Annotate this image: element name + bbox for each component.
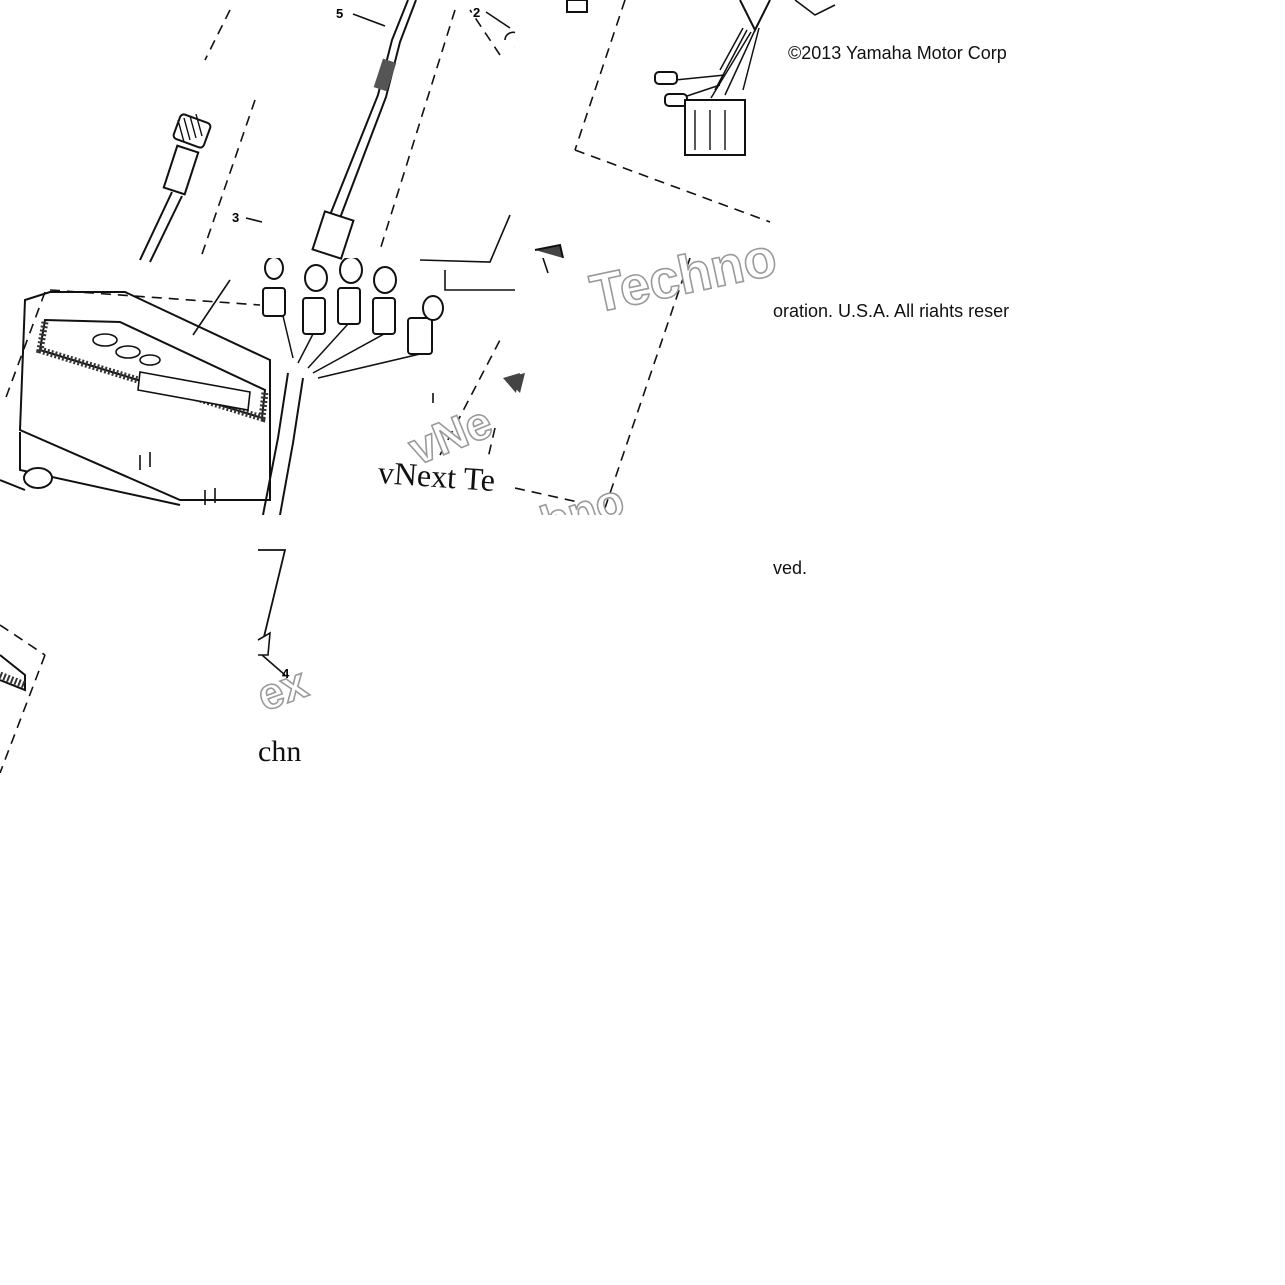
leader-line-5 <box>352 13 386 27</box>
bracket-outline <box>419 214 511 263</box>
bracket-outline <box>258 549 287 646</box>
dashed-boundary <box>4 291 46 401</box>
dashed-boundary <box>574 149 771 223</box>
harness-wires <box>710 27 760 99</box>
odometer-window <box>137 371 251 411</box>
dashed-boundary <box>199 9 256 261</box>
diagram-tile-frame: chno <box>515 258 773 515</box>
diagram-tile-cables: 5 2 3 <box>0 0 515 515</box>
lower-drawing: 4 <box>0 549 290 773</box>
bolt <box>257 631 271 656</box>
leader-line-1 <box>192 279 231 336</box>
knurled-nut <box>172 113 212 149</box>
dashed-boundary <box>0 654 46 773</box>
spade-terminal <box>654 71 678 85</box>
harness-sheath <box>739 0 771 33</box>
fastener <box>504 31 515 48</box>
multi-pin-connector <box>684 99 746 156</box>
dashed-boundary <box>574 0 626 151</box>
watermark-chn-serif: chn <box>258 735 302 768</box>
copyright-line-2: oration. U.S.A. All riahts reser <box>773 301 1010 321</box>
clip <box>794 0 836 16</box>
indicator-lamp <box>92 333 118 347</box>
socket-wires <box>282 315 421 379</box>
leader <box>542 258 549 274</box>
small-clip <box>566 0 588 13</box>
bulb-wire <box>0 479 26 491</box>
bezel-knurl-fragment <box>0 671 27 689</box>
indicator-lamp <box>115 345 141 359</box>
callout-4: 4 <box>282 666 290 681</box>
dashed-boundary <box>49 289 261 306</box>
dashed-boundary <box>379 9 501 251</box>
cable-fitting <box>311 210 355 260</box>
mount-studs <box>139 452 216 505</box>
callout-2: 2 <box>473 5 480 20</box>
leader-line-3 <box>245 217 263 223</box>
harness-drawing <box>534 0 836 258</box>
leader-line-2 <box>485 11 511 29</box>
cable-5-line <box>329 0 409 216</box>
leader-line-4 <box>261 654 286 676</box>
dashed-boundary <box>487 427 496 459</box>
bulb <box>23 467 53 489</box>
housing-lower-edge <box>19 432 181 506</box>
small-nut <box>515 373 525 393</box>
bulb-sockets <box>262 258 444 355</box>
dashed-boundary <box>515 487 606 509</box>
grommet <box>534 243 564 258</box>
knurl-marks <box>177 113 203 143</box>
cable-5-line <box>339 0 417 219</box>
lower-harness <box>262 372 304 515</box>
cable-ferrule <box>162 144 200 196</box>
copyright-line-1: ©2013 Yamaha Motor Corp <box>788 43 1007 63</box>
indicator-lamp <box>139 354 161 366</box>
dashed-boundary <box>439 339 501 456</box>
meter-housing-fragment <box>0 654 26 692</box>
dashed-boundary <box>0 624 46 656</box>
frame-drawing <box>515 258 691 509</box>
callout-5: 5 <box>336 6 343 21</box>
connector-pins <box>694 110 726 150</box>
diagram-tile-lower: 4 ex chn <box>0 515 315 773</box>
callout-3: 3 <box>232 210 239 225</box>
diagram-tile-sockets: vNext Te vNe <box>258 258 773 515</box>
diagram-tile-harness <box>515 0 1030 258</box>
bracket-outline <box>444 270 515 291</box>
spade-terminal <box>664 93 688 107</box>
cable-threaded-end <box>373 58 397 92</box>
cable-drawing: 5 2 3 <box>0 0 515 506</box>
socket-drawing <box>262 258 549 515</box>
copyright-line-3: ved. <box>773 558 808 578</box>
speedometer-cable <box>139 191 183 263</box>
